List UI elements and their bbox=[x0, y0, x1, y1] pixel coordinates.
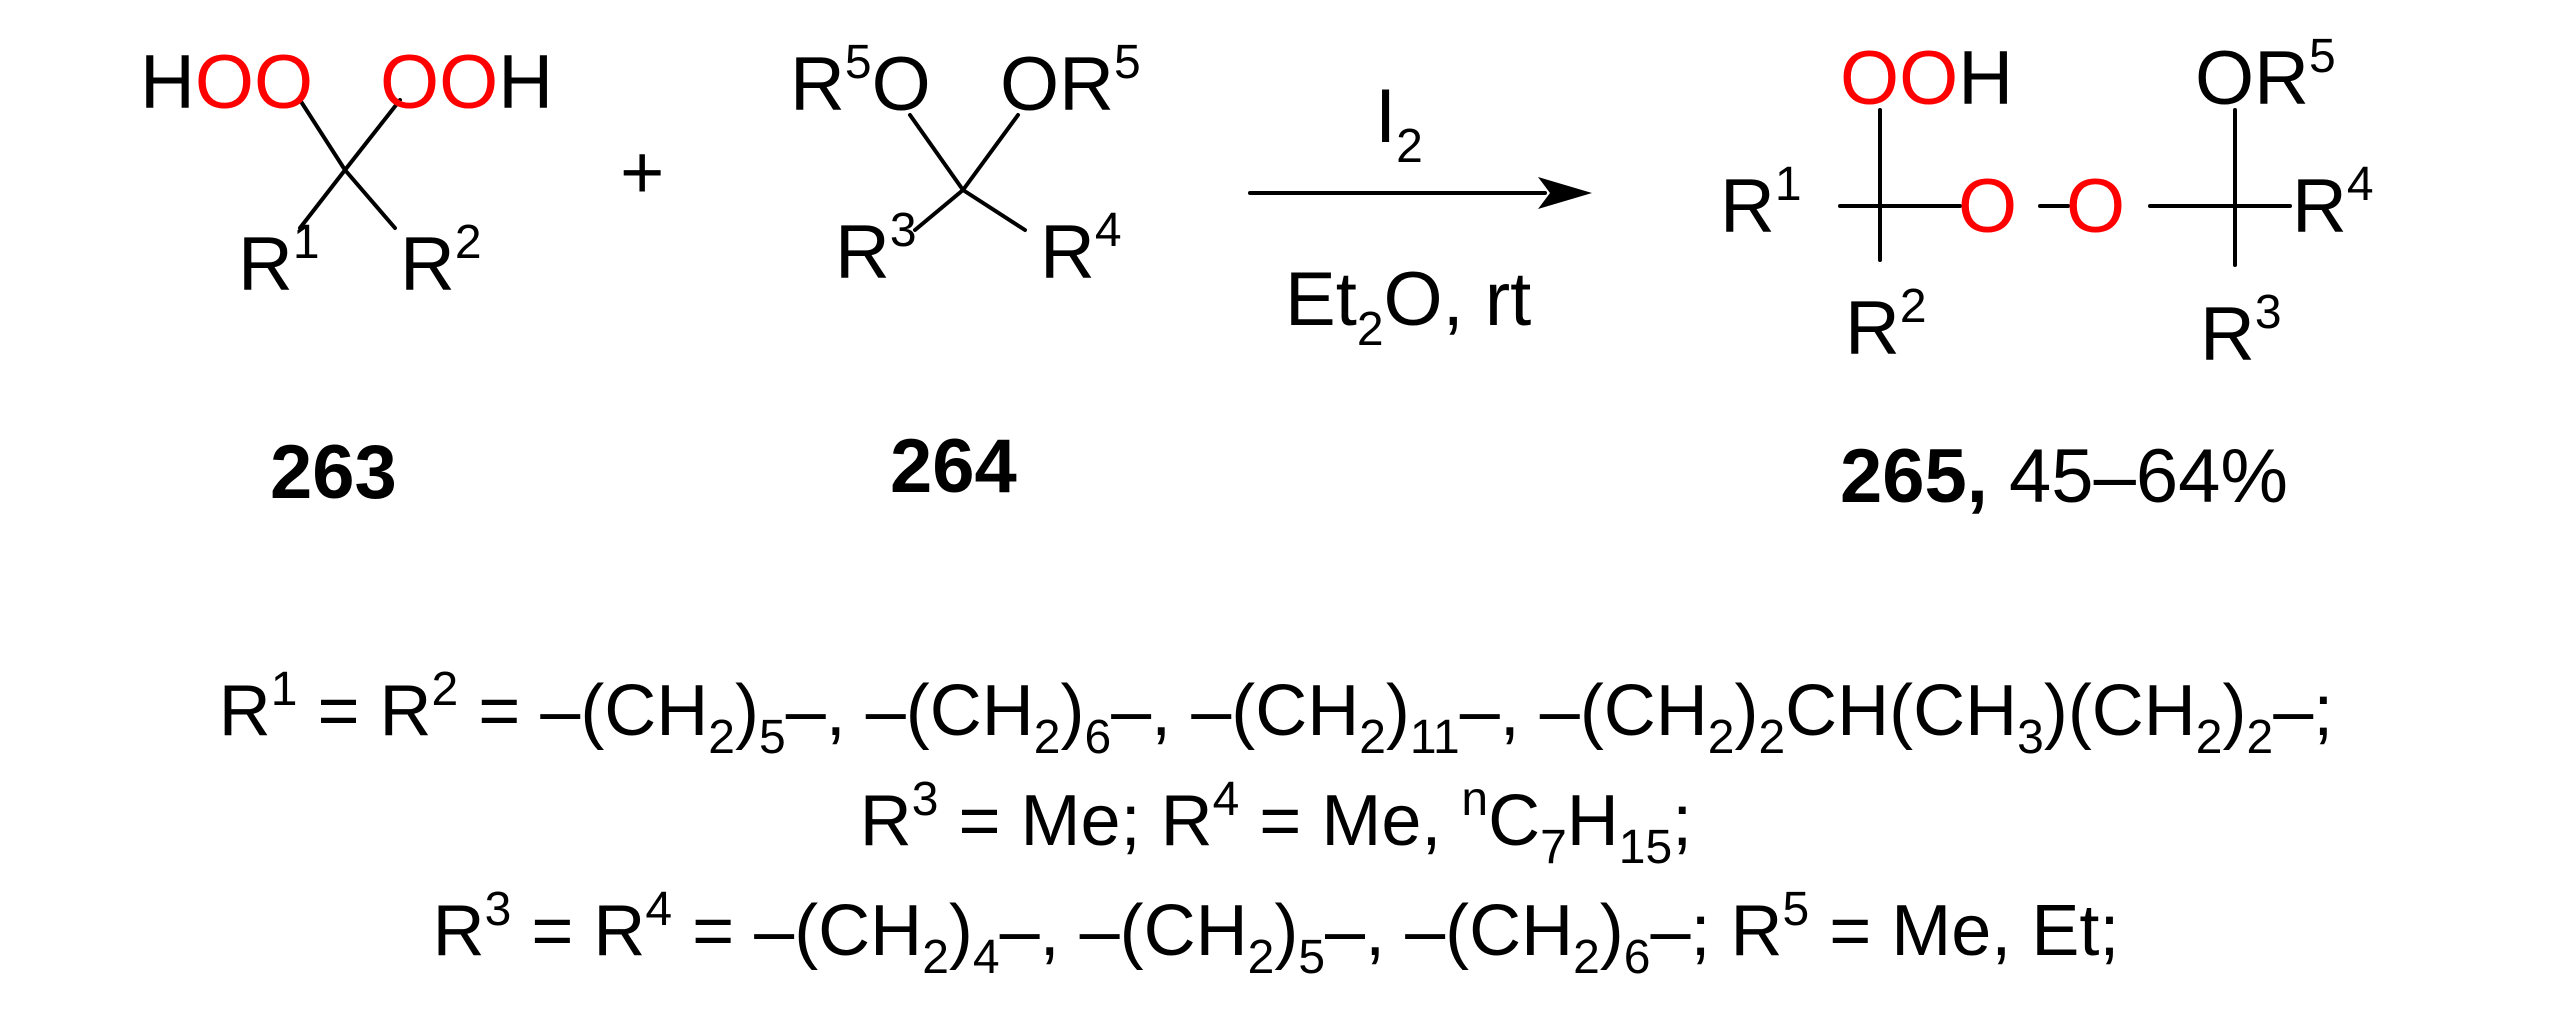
bond bbox=[343, 168, 397, 230]
reagent-iodine: I2 bbox=[1375, 74, 1423, 173]
hydroperoxy-group: OOH bbox=[1840, 36, 2013, 121]
compound-label-265: 265, 45–64% bbox=[1840, 434, 2288, 519]
substituent-r2: R2 bbox=[1845, 280, 1927, 371]
reactant-264: R5O OR5 R3 R4 264 bbox=[790, 36, 1141, 509]
bond bbox=[961, 113, 1020, 192]
substituent-r3: R3 bbox=[2200, 286, 2282, 377]
substituent-r1: R1 bbox=[1720, 158, 1802, 249]
molecule-263-hydroperoxy-left: HOO bbox=[140, 40, 313, 125]
definition-line-1: R1 = R2 = –(CH2)5–, –(CH2)6–, –(CH2)11–,… bbox=[219, 663, 2333, 764]
substituent-or5-left: R5O bbox=[790, 36, 931, 127]
reaction-arrow: I2 Et2O, rt bbox=[1248, 74, 1592, 356]
compound-label-264: 264 bbox=[890, 424, 1017, 509]
peroxide-oxygen-1: O bbox=[1958, 164, 2017, 249]
substituent-or5: OR5 bbox=[2195, 30, 2336, 121]
reactant-263: HOO OOH R1 R2 263 bbox=[140, 40, 553, 515]
reaction-solvent-temperature: Et2O, rt bbox=[1285, 257, 1531, 356]
substituent-r1: R1 bbox=[238, 216, 320, 307]
substituent-definitions: R1 = R2 = –(CH2)5–, –(CH2)6–, –(CH2)11–,… bbox=[219, 663, 2333, 984]
substituent-or5-right: OR5 bbox=[1000, 36, 1141, 127]
plus-sign: + bbox=[620, 130, 664, 215]
bond bbox=[298, 168, 347, 230]
molecule-263-hydroperoxy-right: OOH bbox=[380, 40, 553, 125]
substituent-r4: R4 bbox=[1040, 204, 1122, 295]
substituent-r4: R4 bbox=[2292, 158, 2374, 249]
bond bbox=[913, 188, 965, 232]
substituent-r2: R2 bbox=[400, 216, 482, 307]
bond bbox=[908, 113, 965, 192]
bond bbox=[961, 188, 1027, 232]
peroxide-oxygen-2: O bbox=[2066, 164, 2125, 249]
bond bbox=[343, 98, 402, 172]
bond bbox=[298, 98, 347, 172]
definition-line-3: R3 = R4 = –(CH2)4–, –(CH2)5–, –(CH2)6–; … bbox=[433, 883, 2120, 984]
compound-label-263: 263 bbox=[270, 430, 397, 515]
arrow-head bbox=[1538, 177, 1592, 209]
definition-line-2: R3 = Me; R4 = Me, nC7H15; bbox=[860, 773, 1692, 874]
product-265: OOH R1 O O OR5 R4 R2 R3 265, 45–64% bbox=[1720, 30, 2374, 519]
substituent-r3: R3 bbox=[835, 204, 917, 295]
